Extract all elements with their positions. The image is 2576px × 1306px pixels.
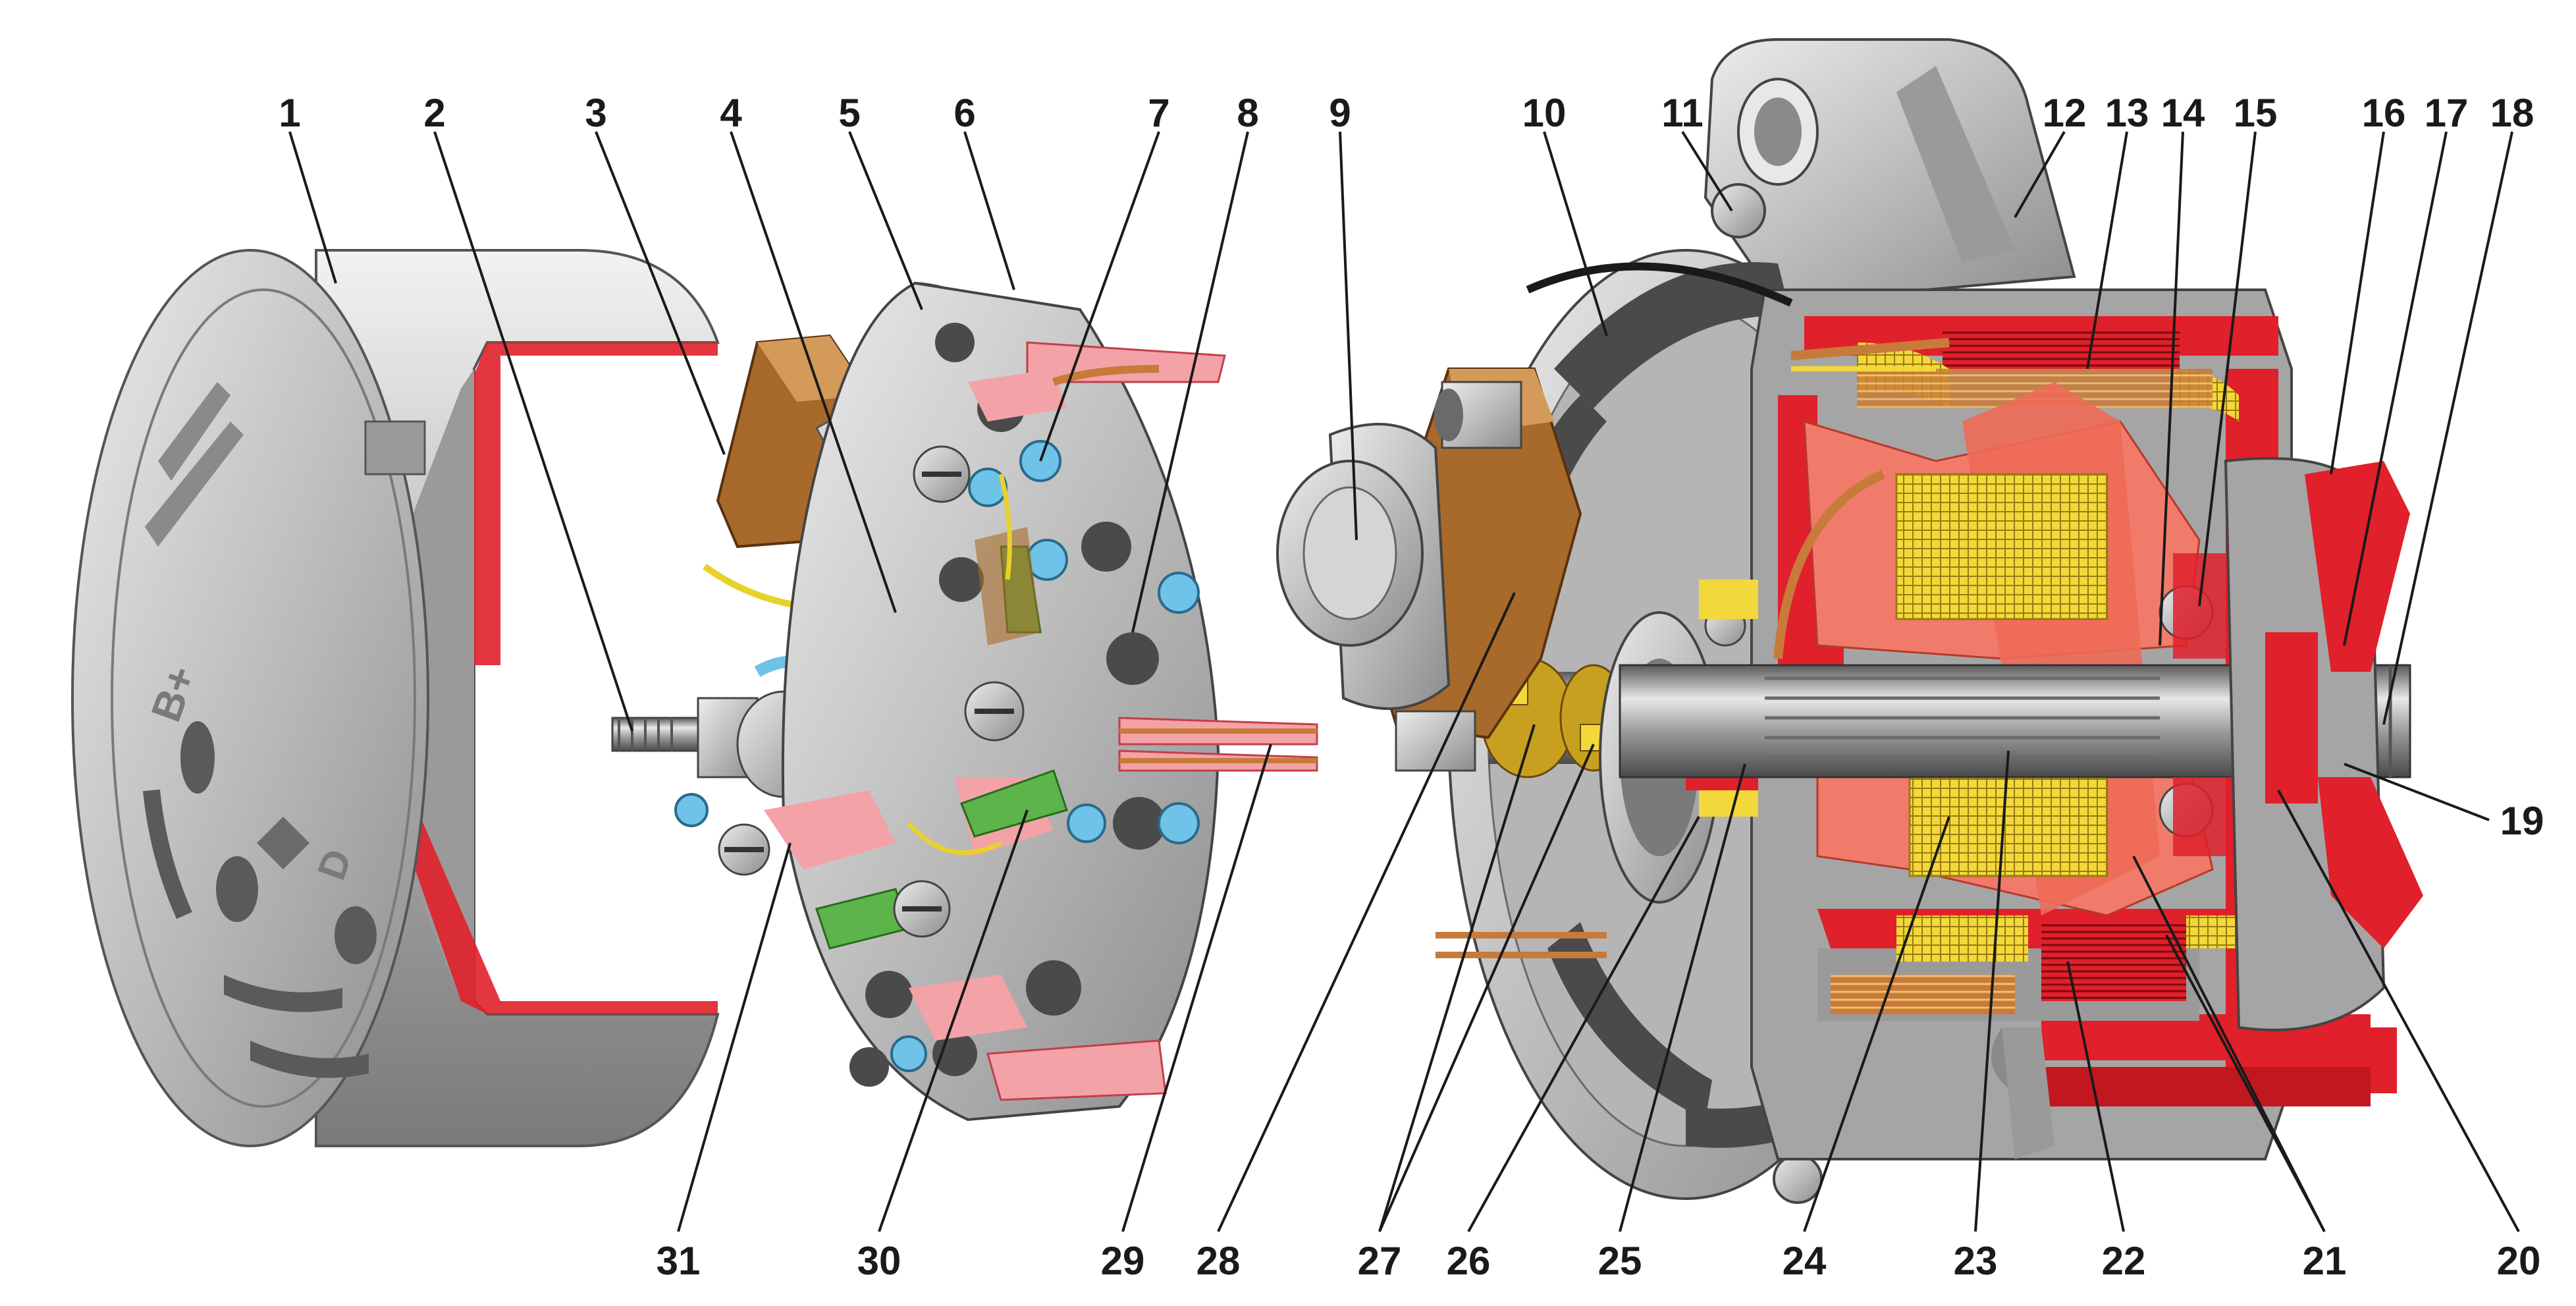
- leader-13: [2086, 131, 2128, 369]
- alternator-body: [1276, 38, 2423, 1204]
- callout-25: 25: [1598, 1239, 1642, 1283]
- callout-21: 21: [2303, 1239, 2347, 1283]
- callout-15: 15: [2234, 91, 2278, 135]
- leader-27a: [1378, 724, 1536, 1232]
- leader-16: [2330, 131, 2385, 475]
- callout-29: 29: [1101, 1239, 1145, 1283]
- callout-17: 17: [2425, 91, 2469, 135]
- callout-11: 11: [1661, 91, 1703, 135]
- callout-31: 31: [657, 1239, 701, 1283]
- leader-23: [1974, 750, 2010, 1232]
- leader-20: [2277, 790, 2520, 1232]
- leader-3: [595, 131, 726, 455]
- leader-1: [288, 131, 337, 284]
- callout-numbers: 1 2 3 4 5 6 7 8 9 10 11 12 13 14 15 16 1…: [279, 91, 2544, 1283]
- leader-30: [878, 809, 1029, 1232]
- leader-4: [730, 131, 897, 613]
- leader-17: [2343, 131, 2448, 646]
- callout-2: 2: [423, 91, 445, 135]
- callout-19: 19: [2500, 799, 2544, 843]
- leader-8: [1131, 131, 1249, 633]
- callout-3: 3: [585, 91, 606, 135]
- leader-28: [1217, 592, 1516, 1232]
- leader-5: [848, 131, 923, 310]
- leader-31: [677, 842, 792, 1232]
- callout-18: 18: [2490, 91, 2535, 135]
- callout-20: 20: [2497, 1239, 2541, 1283]
- callout-12: 12: [2043, 91, 2087, 135]
- leader-26: [1467, 816, 1700, 1232]
- callout-10: 10: [1522, 91, 1567, 135]
- callout-16: 16: [2362, 91, 2406, 135]
- leader-21b: [2165, 935, 2326, 1232]
- callout-13: 13: [2105, 91, 2149, 135]
- callout-27: 27: [1358, 1239, 1402, 1283]
- leader-15: [2198, 131, 2257, 607]
- callout-22: 22: [2102, 1239, 2146, 1283]
- leader-18: [2382, 131, 2513, 725]
- callout-4: 4: [720, 91, 742, 135]
- leader-14: [2159, 131, 2184, 646]
- leader-11: [1681, 130, 1733, 212]
- callout-6: 6: [953, 91, 975, 135]
- callout-1: 1: [279, 91, 300, 135]
- callout-30: 30: [857, 1239, 901, 1283]
- callout-26: 26: [1447, 1239, 1491, 1283]
- leader-10: [1543, 131, 1608, 337]
- callout-28: 28: [1196, 1239, 1241, 1283]
- leader-7: [1039, 131, 1160, 462]
- callout-24: 24: [1783, 1239, 1827, 1283]
- callout-14: 14: [2161, 91, 2205, 135]
- leader-2: [433, 131, 633, 732]
- leader-25: [1619, 763, 1746, 1232]
- leader-19: [2344, 763, 2490, 821]
- leader-22: [2066, 961, 2125, 1232]
- leader-21a: [2132, 856, 2326, 1232]
- rectifier-unit: [674, 281, 1226, 1122]
- callout-9: 9: [1329, 91, 1351, 135]
- leader-29: [1121, 744, 1272, 1232]
- leader-9: [1339, 131, 1358, 541]
- connection-terminals: [1118, 717, 1318, 772]
- leader-lines: [288, 130, 2520, 1232]
- leader-24: [1803, 816, 1950, 1232]
- rear-cover: B+ D: [71, 249, 720, 1147]
- callout-8: 8: [1237, 91, 1258, 135]
- callout-5: 5: [838, 91, 860, 135]
- leader-12: [2014, 131, 2066, 218]
- callout-23: 23: [1954, 1239, 1998, 1283]
- leader-27b: [1378, 744, 1595, 1232]
- leader-6: [963, 131, 1015, 290]
- callout-7: 7: [1148, 91, 1169, 135]
